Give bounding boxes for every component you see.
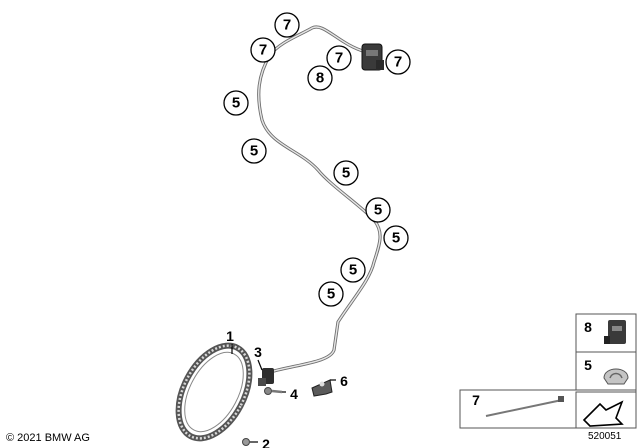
callout-5-g: 5 <box>318 281 344 307</box>
label-part-2: 2 <box>262 436 270 448</box>
clip-5-icon <box>603 368 629 385</box>
copyright-notice: © 2021 BMW AG <box>6 432 90 444</box>
cable-tie-icon <box>485 396 564 417</box>
label-part-1: 1 <box>226 328 234 344</box>
legend-box-8: 8 <box>575 313 637 353</box>
legend-box-7: 7 <box>459 389 637 429</box>
callout-7-c: 7 <box>326 45 352 71</box>
svg-text:7: 7 <box>472 392 480 408</box>
label-part-6: 6 <box>340 373 348 389</box>
screw <box>242 438 250 446</box>
callout-5-b: 5 <box>241 138 267 164</box>
svg-text:7: 7 <box>259 42 267 59</box>
callout-5-d: 5 <box>365 197 391 223</box>
svg-text:8: 8 <box>584 319 592 335</box>
svg-text:5: 5 <box>250 143 258 160</box>
svg-text:7: 7 <box>283 17 291 34</box>
callout-8: 8 <box>307 65 333 91</box>
clip-8-icon <box>604 320 626 344</box>
svg-text:7: 7 <box>394 54 402 71</box>
wheel-speed-sensor <box>258 368 274 386</box>
svg-text:5: 5 <box>232 95 240 112</box>
callout-7-d: 7 <box>385 49 411 75</box>
leader-lines <box>231 344 336 443</box>
svg-text:5: 5 <box>342 165 350 182</box>
cable-connector <box>361 43 384 71</box>
callout-5-a: 5 <box>223 90 249 116</box>
callout-5-f: 5 <box>340 257 366 283</box>
svg-text:5: 5 <box>392 230 400 247</box>
svg-text:7: 7 <box>335 50 343 67</box>
sensor-cable <box>257 25 382 374</box>
legend-box-5: 5 <box>575 351 637 391</box>
direction-arrow-icon <box>575 391 637 429</box>
sensor-ring <box>175 342 253 442</box>
callout-7-a: 7 <box>274 12 300 38</box>
svg-text:8: 8 <box>316 70 324 87</box>
callout-5-c: 5 <box>333 160 359 186</box>
svg-text:5: 5 <box>327 286 335 303</box>
callout-7-b: 7 <box>250 37 276 63</box>
svg-text:5: 5 <box>584 357 592 373</box>
label-part-4: 4 <box>290 386 298 402</box>
label-part-3: 3 <box>254 344 262 360</box>
diagram-id: 520051 <box>588 431 622 442</box>
callout-5-e: 5 <box>383 225 409 251</box>
bracket <box>311 379 333 397</box>
svg-text:5: 5 <box>349 262 357 279</box>
svg-text:5: 5 <box>374 202 382 219</box>
bolt <box>264 387 283 395</box>
